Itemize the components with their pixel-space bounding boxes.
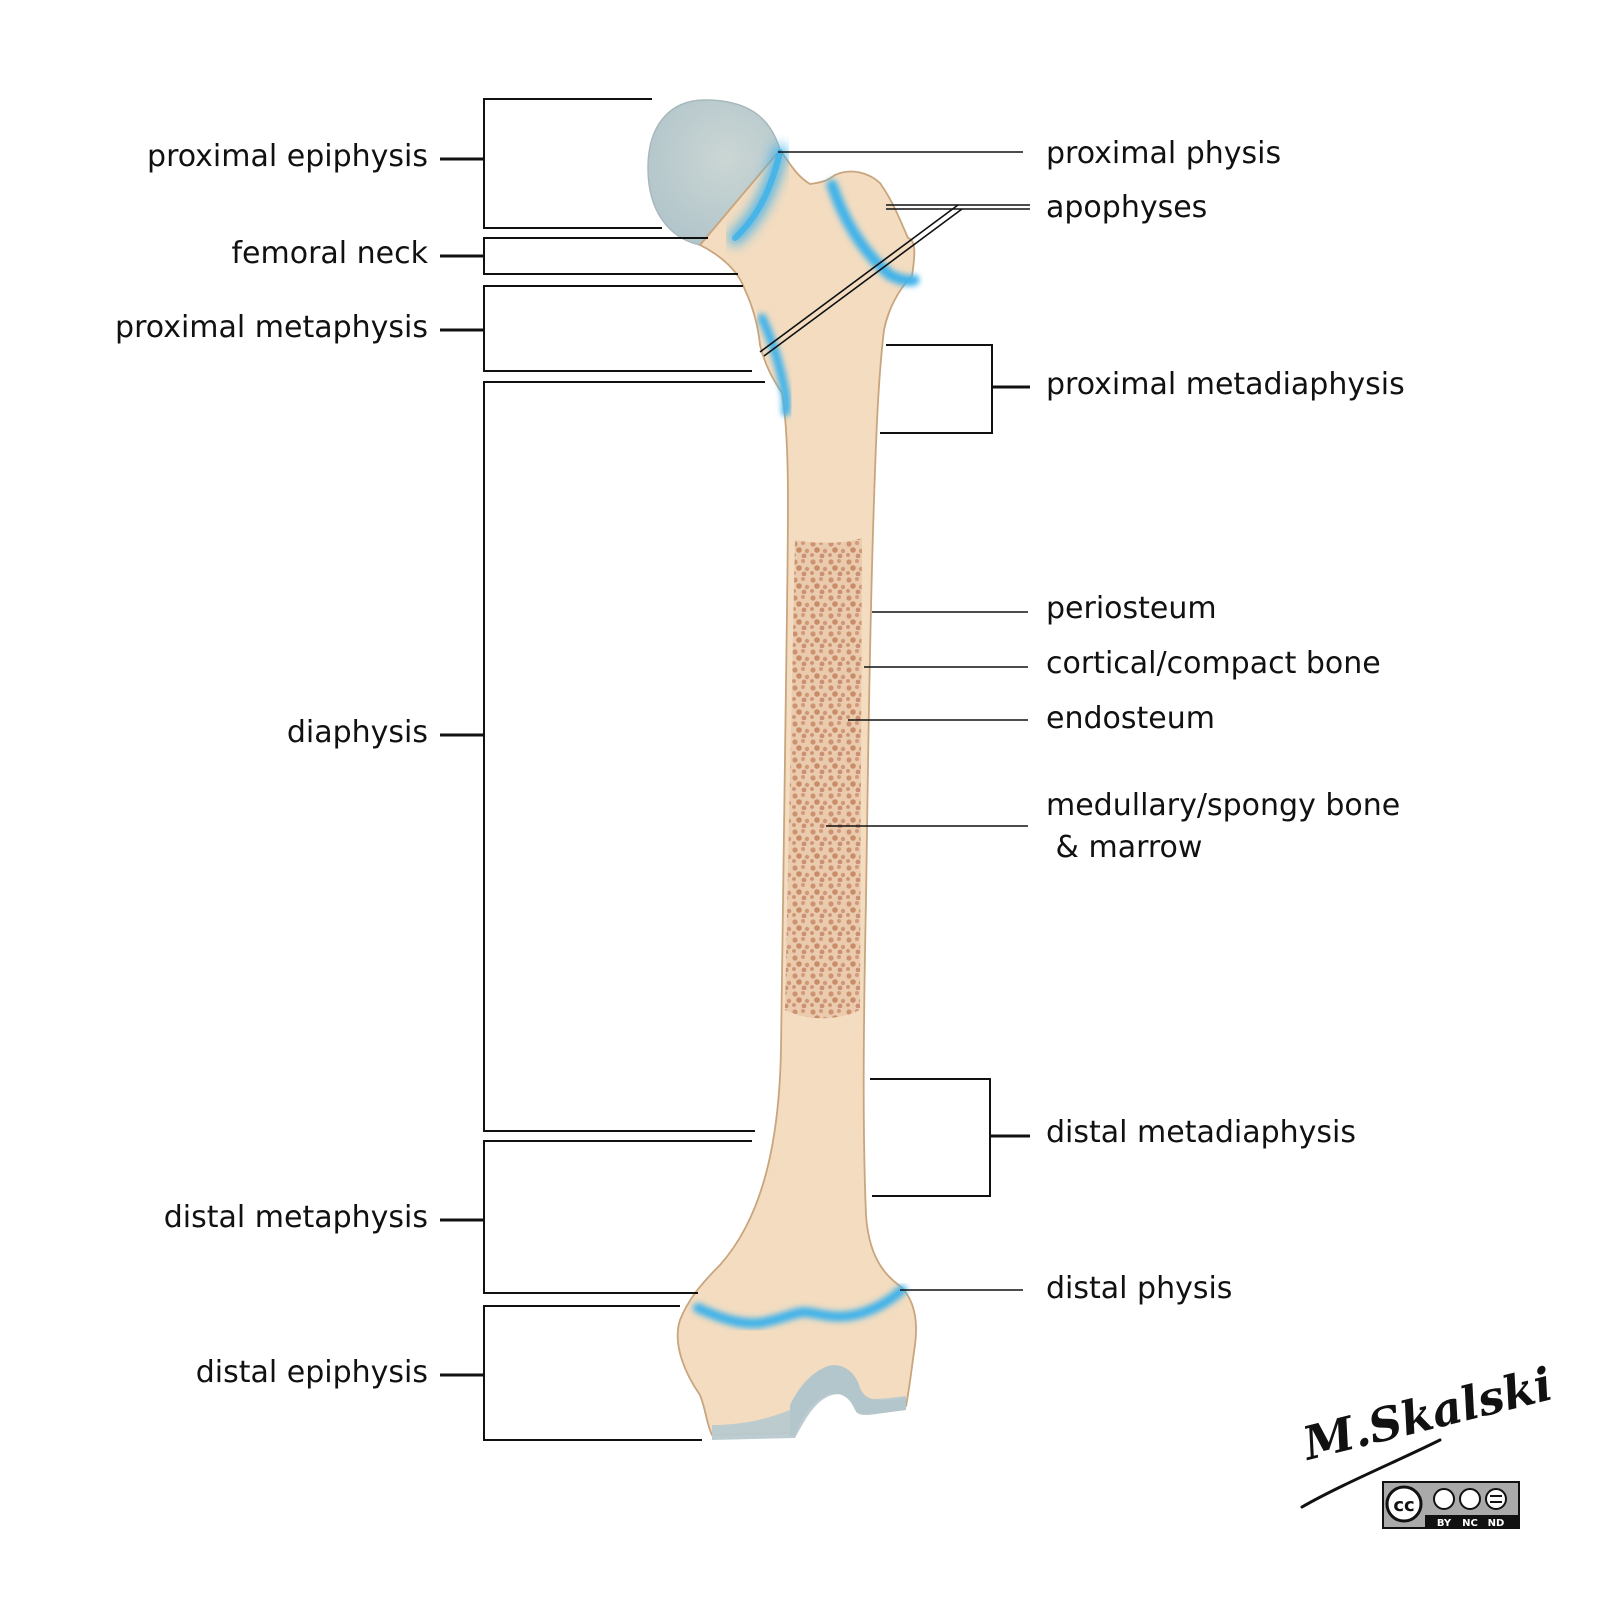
bracket-diaphysis (483, 381, 765, 1132)
label-femoral-neck: femoral neck (231, 236, 428, 271)
label-endosteum: endosteum (1046, 701, 1215, 736)
distal-condyle-cartilage (790, 1365, 906, 1436)
label-diaphysis: diaphysis (286, 715, 428, 750)
label-distal-physis: distal physis (1046, 1271, 1233, 1306)
lesser-trochanter-physis (757, 313, 791, 417)
bracket-distal-metadiaphysis (870, 1078, 991, 1197)
label-proximal-metadiaphysis: proximal metadiaphysis (1046, 367, 1405, 402)
bracket-distal-metaphysis (483, 1140, 752, 1294)
cc-icon (1385, 1485, 1423, 1523)
cc-badge-strip (1425, 1515, 1519, 1528)
label-proximal-metaphysis: proximal metaphysis (115, 310, 428, 345)
leader-apophyses-diag-a (759, 204, 959, 353)
label-medullary-bone: medullary/spongy bone & marrow (1046, 788, 1401, 865)
proximal-physis-head-core (732, 149, 783, 241)
bracket-proximal-epiphysis (483, 98, 662, 229)
leader-apophyses-diag-b (763, 208, 963, 357)
bracket-proximal-metaphysis (483, 285, 752, 372)
label-proximal-epiphysis: proximal epiphysis (147, 139, 428, 174)
cc-license-badge: cc BY NC ND (1382, 1481, 1520, 1529)
cc-icon-text: cc (1393, 1495, 1414, 1516)
label-periosteum: periosteum (1046, 591, 1217, 626)
by-icon (1433, 1488, 1455, 1510)
license-term-nd: ND (1488, 1518, 1505, 1529)
signature-underline (1300, 1438, 1442, 1509)
label-cortical-bone: cortical/compact bone (1046, 646, 1381, 681)
right-leaders (759, 151, 1030, 1291)
femur (647, 99, 920, 1440)
label-proximal-physis: proximal physis (1046, 136, 1282, 171)
distal-physis-line (693, 1285, 907, 1329)
nd-icon (1485, 1488, 1507, 1510)
nc-icon (1459, 1488, 1481, 1510)
license-term-by: BY (1437, 1518, 1452, 1529)
greater-trochanter-physis (826, 179, 920, 287)
label-distal-epiphysis: distal epiphysis (195, 1355, 428, 1390)
label-distal-metadiaphysis: distal metadiaphysis (1046, 1115, 1357, 1150)
license-term-nc: NC (1462, 1518, 1478, 1529)
bracket-proximal-metadiaphysis (880, 344, 993, 434)
medullary-cavity (785, 538, 862, 1019)
label-apophyses: apophyses (1046, 190, 1208, 225)
signature-text: M.Skalski (1296, 1357, 1558, 1471)
label-distal-metaphysis: distal metaphysis (163, 1200, 428, 1235)
bracket-distal-epiphysis (483, 1305, 702, 1441)
left-brackets (440, 98, 765, 1441)
